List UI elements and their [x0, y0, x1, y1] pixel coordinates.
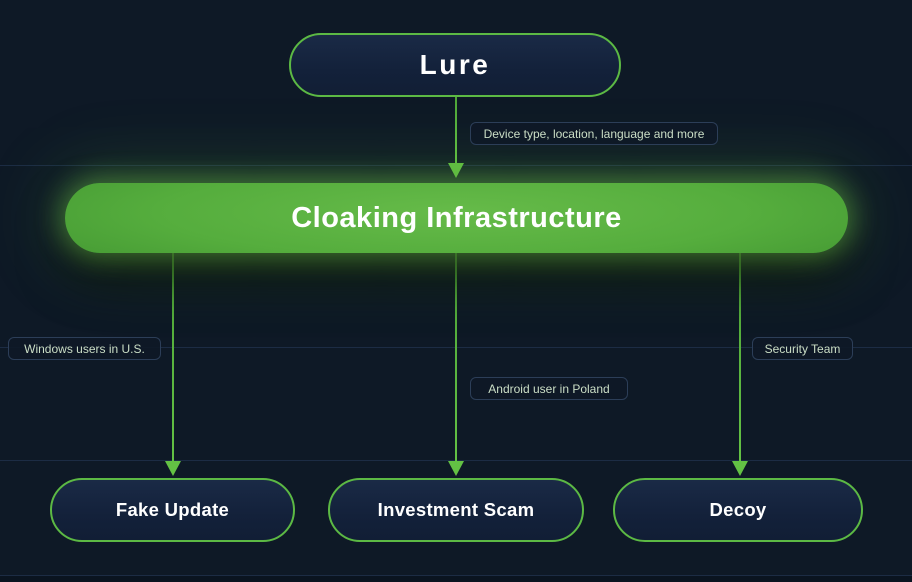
node-fake-update-label: Fake Update — [115, 499, 230, 520]
edge-label-text: Device type, location, language and more — [483, 126, 705, 141]
edge-label-device-criteria: Device type, location, language and more — [470, 122, 718, 145]
arrow-head-icon — [448, 461, 464, 476]
arrow-head-icon — [448, 163, 464, 178]
arrow-cloaking-to-decoy — [732, 253, 748, 476]
arrow-shaft — [454, 97, 458, 163]
node-cloaking-infrastructure: Cloaking Infrastructure — [65, 183, 848, 253]
node-decoy-label: Decoy — [709, 499, 767, 520]
edge-label-security-team: Security Team — [752, 337, 853, 360]
arrow-cloaking-to-investment-scam — [448, 253, 464, 476]
node-decoy: Decoy — [613, 478, 863, 542]
arrow-head-icon — [165, 461, 181, 476]
edge-label-windows-users: Windows users in U.S. — [8, 337, 161, 360]
edge-label-android-user: Android user in Poland — [470, 377, 628, 400]
arrow-shaft — [454, 253, 458, 461]
node-cloaking-label: Cloaking Infrastructure — [291, 201, 622, 234]
edge-label-text: Android user in Poland — [488, 381, 610, 396]
edge-label-text: Windows users in U.S. — [24, 341, 145, 356]
arrow-head-icon — [732, 461, 748, 476]
footer-strip — [0, 576, 912, 582]
node-fake-update: Fake Update — [50, 478, 295, 542]
arrow-cloaking-to-fake-update — [165, 253, 181, 476]
node-lure-label: Lure — [419, 49, 491, 80]
arrow-shaft — [171, 253, 175, 461]
arrow-shaft — [738, 253, 742, 461]
node-lure: Lure — [289, 33, 621, 97]
section-divider — [0, 575, 912, 576]
arrow-lure-to-cloaking — [448, 97, 464, 178]
node-investment-scam: Investment Scam — [328, 478, 584, 542]
edge-label-text: Security Team — [764, 341, 841, 356]
node-investment-scam-label: Investment Scam — [377, 499, 535, 520]
